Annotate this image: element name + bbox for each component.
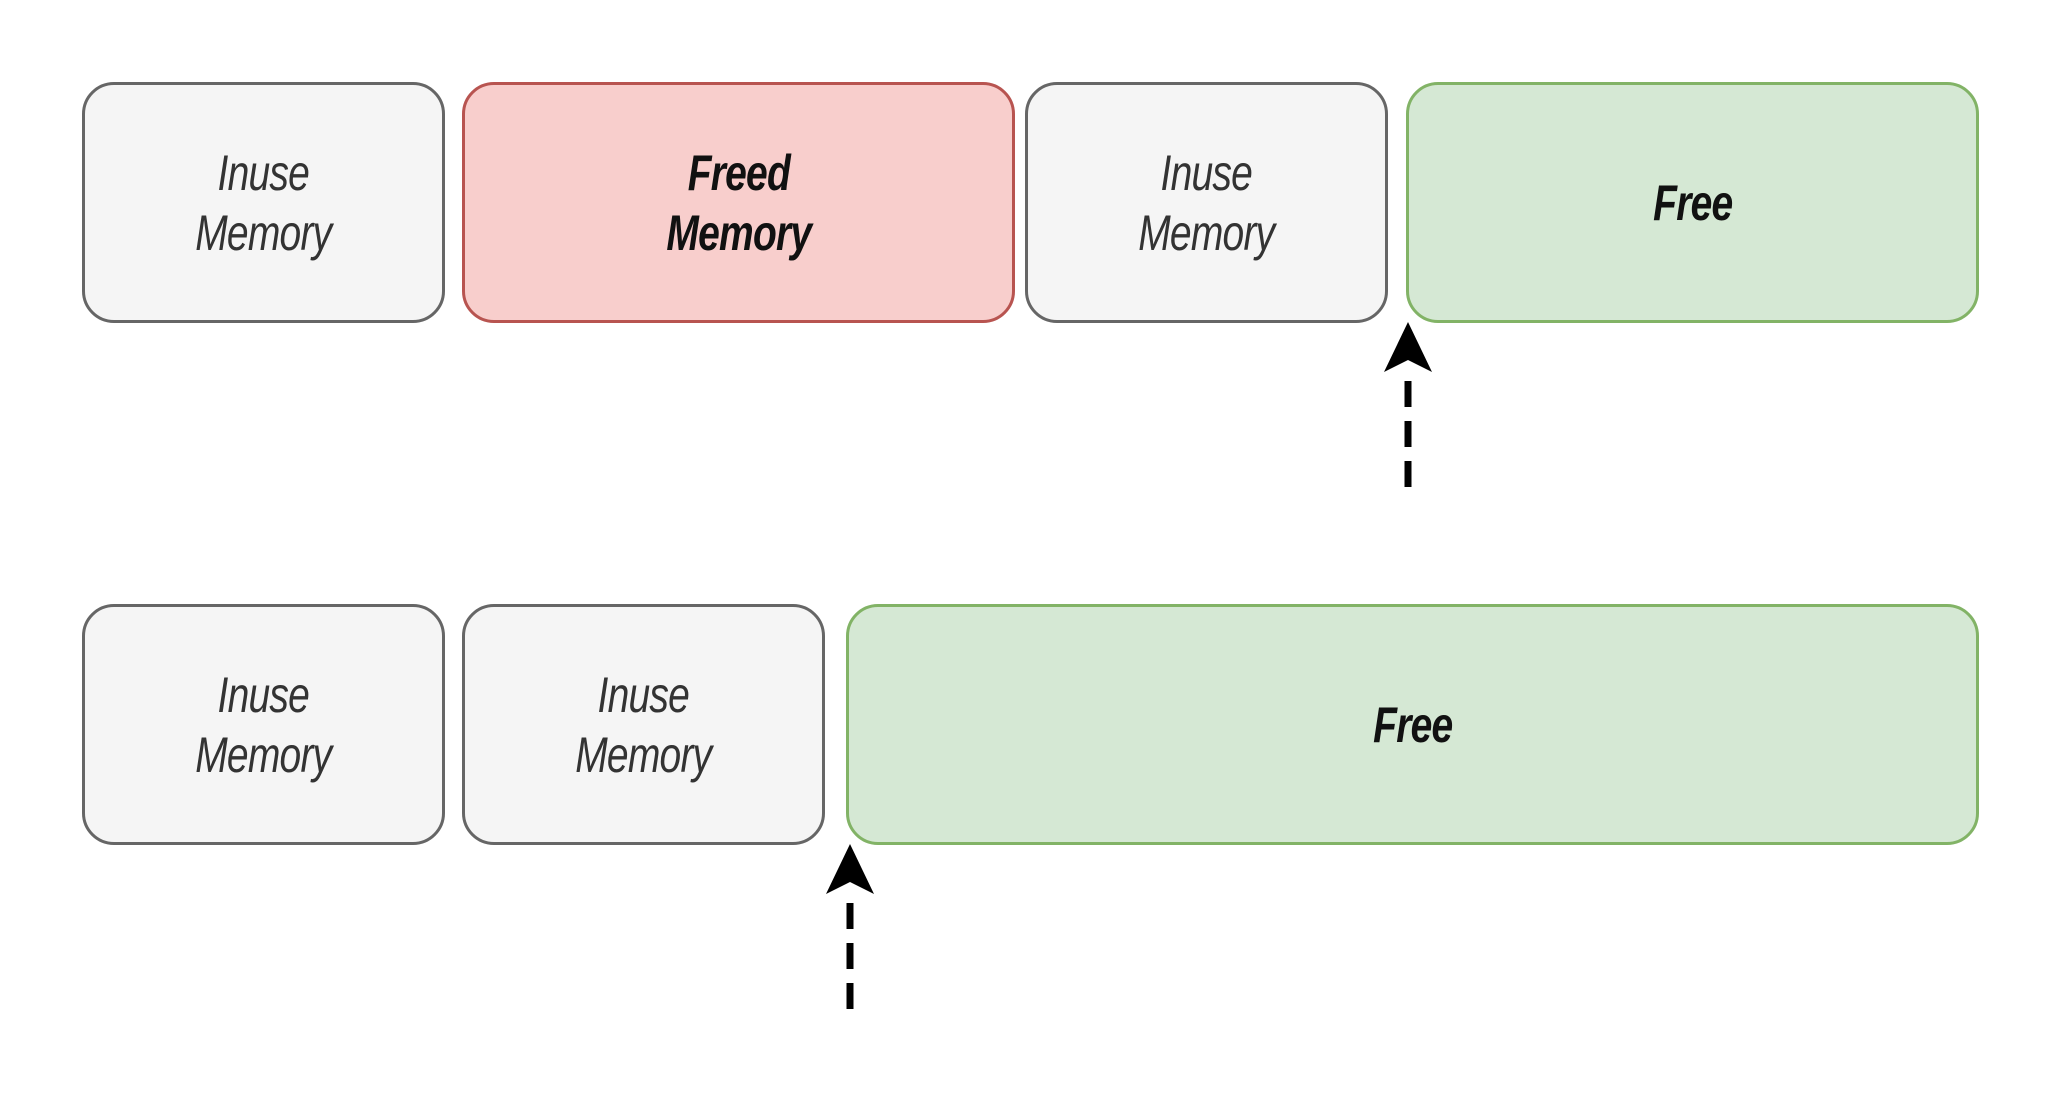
block-label: Inuse Memory <box>195 666 332 783</box>
block-label: Inuse Memory <box>1138 144 1275 261</box>
free-memory-block: Free <box>1406 82 1979 323</box>
free-memory-block: Free <box>846 604 1979 845</box>
freed-memory-block: Freed Memory <box>462 82 1015 323</box>
inuse-memory-block: Inuse Memory <box>82 604 445 845</box>
block-label: Free <box>1652 174 1733 231</box>
block-label: Inuse Memory <box>195 144 332 261</box>
block-label: Inuse Memory <box>575 666 712 783</box>
pointer-arrowhead <box>1384 322 1432 372</box>
block-label: Free <box>1372 696 1453 753</box>
block-label: Freed Memory <box>666 144 812 261</box>
inuse-memory-block: Inuse Memory <box>462 604 825 845</box>
inuse-memory-block: Inuse Memory <box>82 82 445 323</box>
allocation-pointer-arrow <box>826 844 874 1009</box>
inuse-memory-block: Inuse Memory <box>1025 82 1388 323</box>
allocation-pointer-arrow <box>1384 322 1432 487</box>
pointer-arrowhead <box>826 844 874 894</box>
